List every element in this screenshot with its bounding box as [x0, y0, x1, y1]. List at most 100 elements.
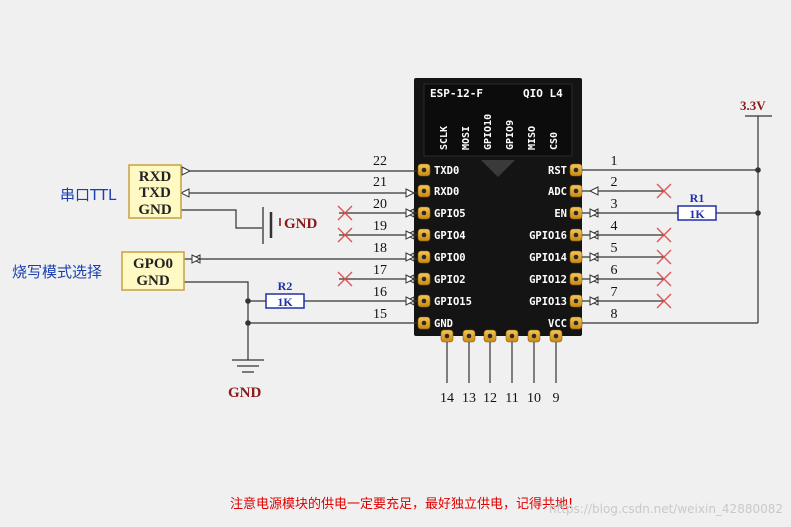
chip-pin-label-gpio13: GPIO13 [529, 296, 567, 308]
chip-pin-label-en: EN [554, 208, 567, 220]
chip-model-label: ESP-12-F [430, 87, 483, 100]
pad-group [417, 163, 583, 343]
chip-pin-label-gnd: GND [434, 318, 453, 330]
no-connect-adc [656, 183, 672, 199]
arrow-right-out-6 [589, 274, 600, 284]
pad-hole-left-20 [421, 210, 427, 216]
arrow-en-out [589, 208, 600, 218]
gnd-label-top: GND [284, 216, 318, 232]
no-connect-gpio12 [656, 271, 672, 287]
chip-pin-label-gpio12: GPIO12 [529, 274, 567, 286]
wire-burn-gnd [184, 281, 249, 360]
pin-number-1: 1 [611, 154, 618, 169]
pad-hole-left-22 [421, 167, 427, 173]
ttl-txd-label: TXD [139, 185, 171, 201]
pin-number-17: 17 [373, 263, 387, 278]
arrow-adc [588, 186, 599, 196]
ground-symbol-bottom [232, 359, 264, 373]
pad-hole-right-6 [573, 276, 579, 282]
no-connect-gpio5 [337, 205, 353, 221]
power-supply-note: 注意电源模块的供电一定要充足，最好独立供电，记得共地! [230, 496, 573, 512]
arrow-gpio2-out [405, 274, 416, 284]
chip-pin-label-vcc: VCC [548, 318, 567, 330]
pin-number-13: 13 [462, 391, 476, 406]
pad-hole-right-3 [573, 210, 579, 216]
burn-mode-connector-box [121, 251, 185, 291]
ttl-connector-box [128, 164, 182, 219]
arrow-right-out-7 [589, 296, 600, 306]
pin-number-4: 4 [611, 219, 618, 234]
pin-number-15: 15 [373, 307, 387, 322]
pin-number-9: 9 [553, 391, 560, 406]
ttl-rxd-label: RXD [139, 169, 172, 185]
arrow-gpio5-out [405, 208, 416, 218]
chip-pin-label-txd0: TXD0 [434, 165, 459, 177]
pin-number-21: 21 [373, 175, 387, 190]
no-connect-group [337, 183, 672, 309]
no-connect-gpio2 [337, 271, 353, 287]
burn-mode-title: 烧写模式选择 [12, 263, 102, 281]
chip-pin-label-gpio4: GPIO4 [434, 230, 466, 242]
no-connect-gpio16 [656, 227, 672, 243]
pad-hole-bottom-10 [531, 333, 537, 339]
flash-pin-label-mosi: MOSI [461, 126, 472, 150]
flash-pin-label-gpio10: GPIO10 [483, 114, 494, 150]
chip-flash-label: QIO L4 [523, 87, 563, 100]
junction-dot-3 [755, 167, 761, 173]
pin-number-2: 2 [611, 175, 618, 190]
chip-pin-label-gpio14: GPIO14 [529, 252, 567, 264]
pad-hole-right-2 [573, 188, 579, 194]
flash-pin-label-cs0: CS0 [549, 132, 560, 150]
pin-number-12: 12 [483, 391, 497, 406]
pad-hole-left-19 [421, 232, 427, 238]
chip-pin-label-gpio0: GPIO0 [434, 252, 466, 264]
no-connect-gpio13 [656, 293, 672, 309]
pad-hole-left-17 [421, 276, 427, 282]
pin-number-10: 10 [527, 391, 541, 406]
pad-hole-left-16 [421, 298, 427, 304]
pad-hole-right-7 [573, 298, 579, 304]
ground-symbol-lines [232, 359, 264, 373]
junction-dot-4 [755, 210, 761, 216]
arrow-ttl-rxd [181, 166, 192, 176]
arrow-right-out-5 [589, 252, 600, 262]
pad-hole-bottom-12 [487, 333, 493, 339]
ttl-gnd-label: GND [138, 202, 172, 218]
gnd-label-bottom: GND [228, 385, 262, 401]
resistor-r2-name: R2 [278, 279, 293, 293]
pin-number-7: 7 [611, 285, 618, 300]
resistor-r1-name: R1 [690, 191, 705, 205]
chip-orientation-arrow [481, 160, 515, 177]
resistor-r1-value: 1K [689, 207, 705, 221]
flash-pin-label-sclk: SCLK [439, 126, 450, 150]
flash-pin-label-gpio9: GPIO9 [505, 120, 516, 150]
watermark-text: https://blog.csdn.net/weixin_42880082 [549, 502, 783, 516]
no-connect-gpio14 [656, 249, 672, 265]
pin-number-19: 19 [373, 219, 387, 234]
pad-hole-right-1 [573, 167, 579, 173]
pad-hole-left-21 [421, 188, 427, 194]
arrow-chip-rxd0 [405, 188, 416, 198]
chip-pin-label-gpio5: GPIO5 [434, 208, 466, 220]
pad-hole-right-4 [573, 232, 579, 238]
wire-ttl-gnd [181, 209, 262, 229]
pin-number-18: 18 [373, 241, 387, 256]
arrow-burn-gpo0-out [191, 254, 202, 264]
pad-hole-bottom-14 [444, 333, 450, 339]
chip-pin-label-gpio16: GPIO16 [529, 230, 567, 242]
pin-number-16: 16 [373, 285, 387, 300]
chip-pin-label-gpio2: GPIO2 [434, 274, 466, 286]
pad-hole-bottom-13 [466, 333, 472, 339]
arrow-right-out-4 [589, 230, 600, 240]
resistor-r2-value: 1K [277, 295, 293, 309]
pin-number-3: 3 [611, 197, 618, 212]
pad-hole-left-15 [421, 320, 427, 326]
pad-hole-right-8 [573, 320, 579, 326]
ttl-title: 串口TTL [60, 186, 117, 204]
arrow-gpio0-out [405, 252, 416, 262]
arrow-ttl-txd [179, 188, 190, 198]
chip-pin-label-gpio15: GPIO15 [434, 296, 472, 308]
